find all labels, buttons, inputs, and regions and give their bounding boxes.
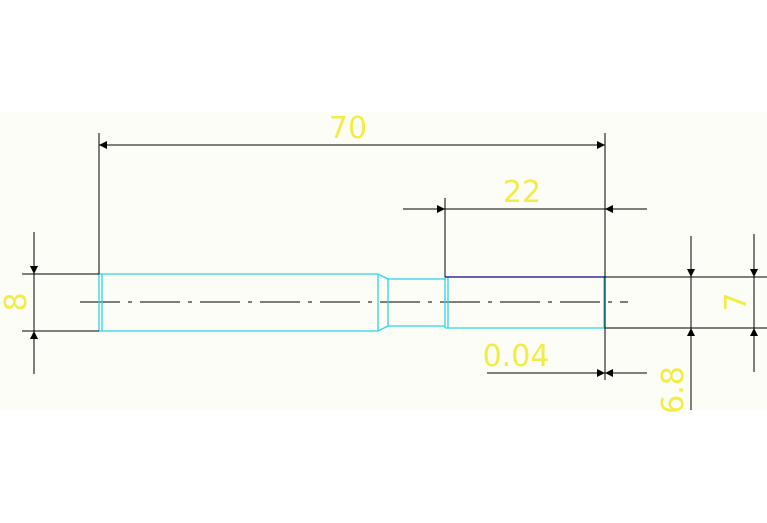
lower-diameter-label: 6.8: [656, 366, 691, 414]
shaft-outline: [98, 273, 605, 332]
tolerance-label: 0.04: [483, 339, 550, 374]
left-diameter-label: 8: [0, 292, 34, 311]
drawing-area: [0, 112, 767, 410]
right-diameter-label: 7: [719, 292, 754, 311]
section-length-label: 22: [503, 175, 541, 210]
overall-length-label: 70: [329, 111, 367, 146]
